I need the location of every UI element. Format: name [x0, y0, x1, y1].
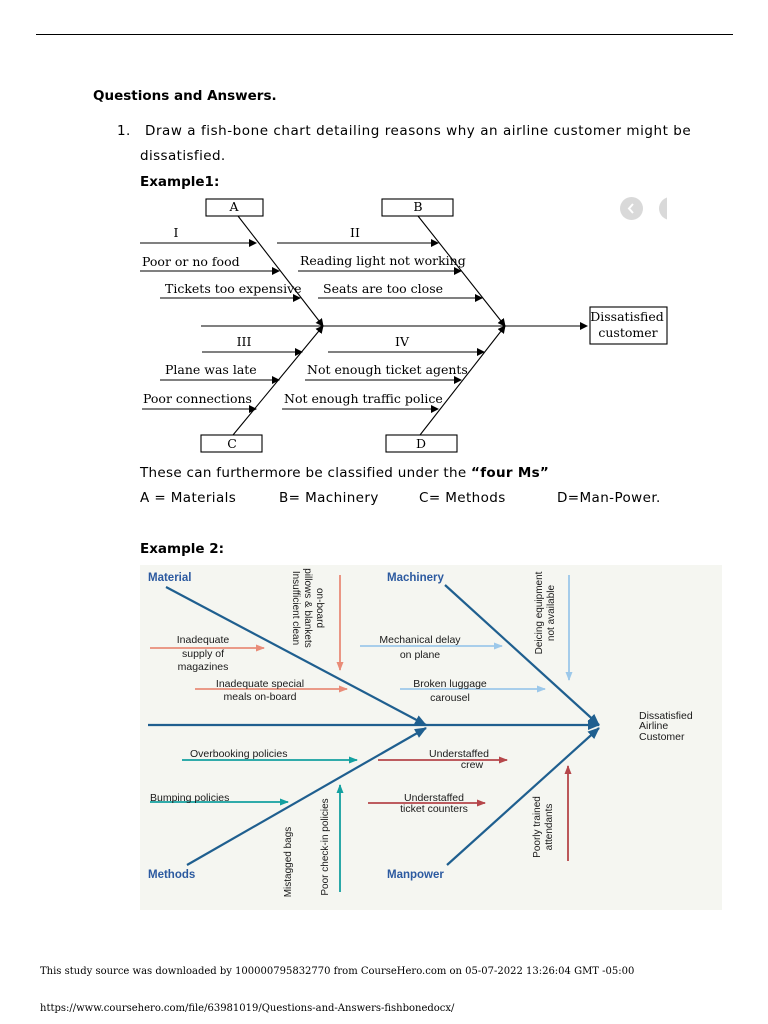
example2-label: Example 2: [140, 541, 225, 557]
cause-counters-2: ticket counters [400, 803, 468, 815]
effect-2-line2: Airline [639, 720, 668, 732]
cause-poor-connections: Poor connections [143, 391, 252, 406]
label-roman-iv: IV [395, 334, 410, 349]
label-roman-iii: III [237, 334, 252, 349]
previous-slide-button[interactable] [620, 197, 643, 220]
cause-magazines-3: magazines [178, 661, 229, 673]
classification-prefix: These can furthermore be classified unde… [140, 465, 472, 481]
question-text-line1: Draw a fish-bone chart detailing reasons… [145, 123, 692, 139]
chevron-left-icon [627, 203, 634, 214]
vertical-attendants-1: Poorly trained [532, 796, 543, 858]
vertical-mistagged: Mistagged bags [283, 827, 294, 898]
vertical-pillows-3: on-board [314, 588, 325, 628]
cause-overbooking: Overbooking policies [190, 748, 287, 760]
cause-tickets: Tickets too expensive [165, 281, 302, 296]
classification-b: B= Machinery [279, 490, 379, 506]
page-heading: Questions and Answers. [93, 88, 277, 104]
classification-d: D=Man-Power. [557, 490, 661, 506]
cause-plane-late: Plane was late [165, 362, 257, 377]
vertical-attendants-2: attendants [544, 804, 555, 851]
example1-label: Example1: [140, 174, 220, 190]
cause-crew-2: crew [461, 759, 484, 771]
question-number: 1. [117, 123, 131, 139]
classification-a: A = Materials [140, 490, 237, 506]
bone-machinery [444, 584, 600, 726]
fishbone-diagram-1: A B C D I II III IV Poor or no food Tick… [140, 198, 668, 453]
cause-meals-2: meals on-board [224, 691, 297, 703]
box-b [381, 198, 454, 217]
header-rule [36, 34, 733, 35]
classification-c: C= Methods [419, 490, 506, 506]
effect-2-line3: Customer [639, 731, 685, 743]
label-b: B [413, 199, 422, 214]
cause-luggage-1: Broken luggage [413, 678, 487, 690]
cause-bumping: Bumping policies [150, 792, 229, 804]
bone-manpower [446, 727, 600, 866]
cause-mechanical-1: Mechanical delay [379, 634, 461, 646]
effect-line1: Dissatisfied [590, 309, 663, 324]
cause-magazines-1: Inadequate [177, 634, 230, 646]
box-a [205, 198, 264, 217]
vertical-pillows-2: pillows & blankets [302, 568, 313, 647]
category-methods: Methods [148, 869, 195, 881]
cause-magazines-2: supply of [182, 648, 224, 660]
vertical-deicing-1: Deicing equipment [534, 571, 545, 654]
cause-meals-1: Inadequate special [216, 678, 304, 690]
cause-seats: Seats are too close [323, 281, 443, 296]
bone-d [419, 325, 506, 436]
category-material: Material [148, 572, 191, 584]
fishbone-diagram-2: Material Machinery Methods Manpower Inad… [140, 565, 722, 910]
download-notice: This study source was downloaded by 1000… [40, 966, 635, 977]
box-c [200, 434, 263, 453]
vertical-deicing-2: not available [546, 584, 557, 641]
cause-reading-light: Reading light not working [300, 253, 466, 268]
label-roman-ii: II [350, 225, 360, 240]
classification-sentence: These can furthermore be classified unde… [140, 465, 549, 481]
four-ms-term: “four Ms” [471, 465, 550, 481]
bone-material [165, 586, 427, 726]
diagram2-background [140, 565, 722, 910]
cause-traffic-police: Not enough traffic police [284, 391, 443, 406]
bone-a [237, 215, 324, 327]
label-a: A [228, 199, 239, 214]
cause-poor-food: Poor or no food [142, 254, 240, 269]
effect-2-line1: Dissatisfied [639, 710, 693, 722]
label-roman-i: I [174, 225, 179, 240]
question-text-line2: dissatisfied. [140, 148, 226, 164]
cause-counters-1: Understaffed [404, 792, 464, 804]
effect-line2: customer [598, 325, 657, 340]
category-manpower: Manpower [387, 869, 444, 881]
box-d [385, 434, 458, 453]
next-slide-button[interactable] [659, 197, 667, 220]
source-url[interactable]: https://www.coursehero.com/file/63981019… [40, 1003, 455, 1014]
cause-luggage-2: carousel [430, 692, 470, 704]
bone-methods [186, 727, 427, 866]
label-d: D [416, 436, 426, 451]
vertical-check-in: Poor check-in policies [320, 798, 331, 895]
cause-ticket-agents: Not enough ticket agents [307, 362, 468, 377]
category-machinery: Machinery [387, 572, 444, 584]
effect-box [589, 306, 668, 345]
cause-mechanical-2: on plane [400, 649, 440, 661]
vertical-pillows-1: Insufficient clean [290, 571, 301, 645]
label-c: C [227, 436, 237, 451]
cause-crew-1: Understaffed [429, 748, 489, 760]
